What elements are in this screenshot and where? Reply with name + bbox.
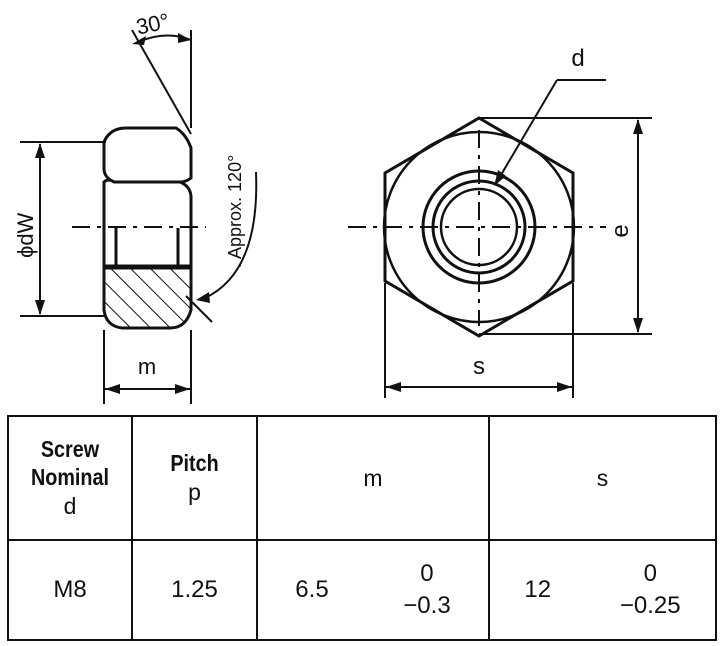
s-tol-lower: −0.25: [619, 592, 681, 619]
header-s: s: [488, 415, 717, 541]
cell-pitch: 1.25: [131, 539, 258, 641]
header-pitch: Pitch p: [131, 415, 258, 541]
s-tolerance: 0 −0.25: [620, 558, 681, 622]
header-screw-line1: Screw: [40, 436, 100, 462]
m-value: 6.5: [295, 576, 329, 603]
d-leader-slant: [497, 79, 558, 181]
d-label: d: [571, 45, 584, 72]
angle-line-slant: [131, 29, 192, 135]
cell-m: 6.5 0 −0.3: [256, 539, 490, 641]
dw-label: ϕdW: [13, 212, 38, 258]
side-view: 30° . Approx. 120° ϕdW m: [13, 8, 258, 404]
table-row: M8 1.25 6.5 0 −0.3 12 0 −0.25: [7, 539, 717, 641]
m-tolerance: 0 −0.3: [403, 558, 450, 622]
m-tol-lower: −0.3: [403, 592, 451, 619]
header-m: m: [256, 415, 490, 541]
angle-arrow-left: [132, 36, 146, 45]
header-screw-nominal: Screw Nominal d: [7, 415, 133, 541]
approx-angle-arc: [204, 171, 258, 299]
s-label: s: [473, 353, 485, 380]
s-arrow-left: [386, 382, 401, 392]
m-arrow-right: [175, 384, 190, 394]
side-view-top-chamfer: [102, 126, 193, 184]
m-tol-upper: 0: [420, 560, 434, 587]
e-arrow-top: [633, 119, 643, 134]
table-header-row: Screw Nominal d Pitch p m s: [7, 415, 717, 541]
d-leader-arrow: [494, 170, 506, 186]
front-view: d e s: [348, 45, 652, 398]
approx-angle-line: [185, 295, 213, 323]
side-view-middle: [102, 178, 193, 268]
dw-arrow-bottom: [35, 300, 45, 315]
cell-s: 12 0 −0.25: [488, 539, 717, 641]
m-label: m: [138, 354, 156, 379]
angle-arrow-right: [178, 33, 191, 43]
e-arrow-bottom: [633, 318, 643, 333]
m-arrow-left: [105, 384, 120, 394]
header-s-label: s: [596, 465, 609, 491]
header-m-label: m: [363, 465, 383, 491]
s-value: 12: [524, 576, 552, 603]
s-tol-upper: 0: [643, 560, 657, 587]
approx-angle-arrow: [196, 292, 210, 303]
header-pitch-line2: p: [188, 479, 201, 505]
side-view-hatched-face: [102, 266, 193, 330]
cell-nominal: M8: [7, 539, 133, 641]
e-label: e: [607, 224, 634, 237]
header-pitch-line1: Pitch: [170, 450, 219, 476]
approx-angle-label: . Approx. 120°: [225, 155, 245, 268]
hex-nut-drawing: 30° . Approx. 120° ϕdW m: [13, 8, 652, 404]
s-arrow-right: [557, 382, 572, 392]
spec-table: Screw Nominal d Pitch p m s M8 1.25 6.5 …: [7, 415, 717, 641]
header-screw-line2: Nominal: [30, 464, 110, 490]
header-screw-line3: d: [63, 493, 77, 519]
dw-arrow-top: [35, 143, 45, 158]
